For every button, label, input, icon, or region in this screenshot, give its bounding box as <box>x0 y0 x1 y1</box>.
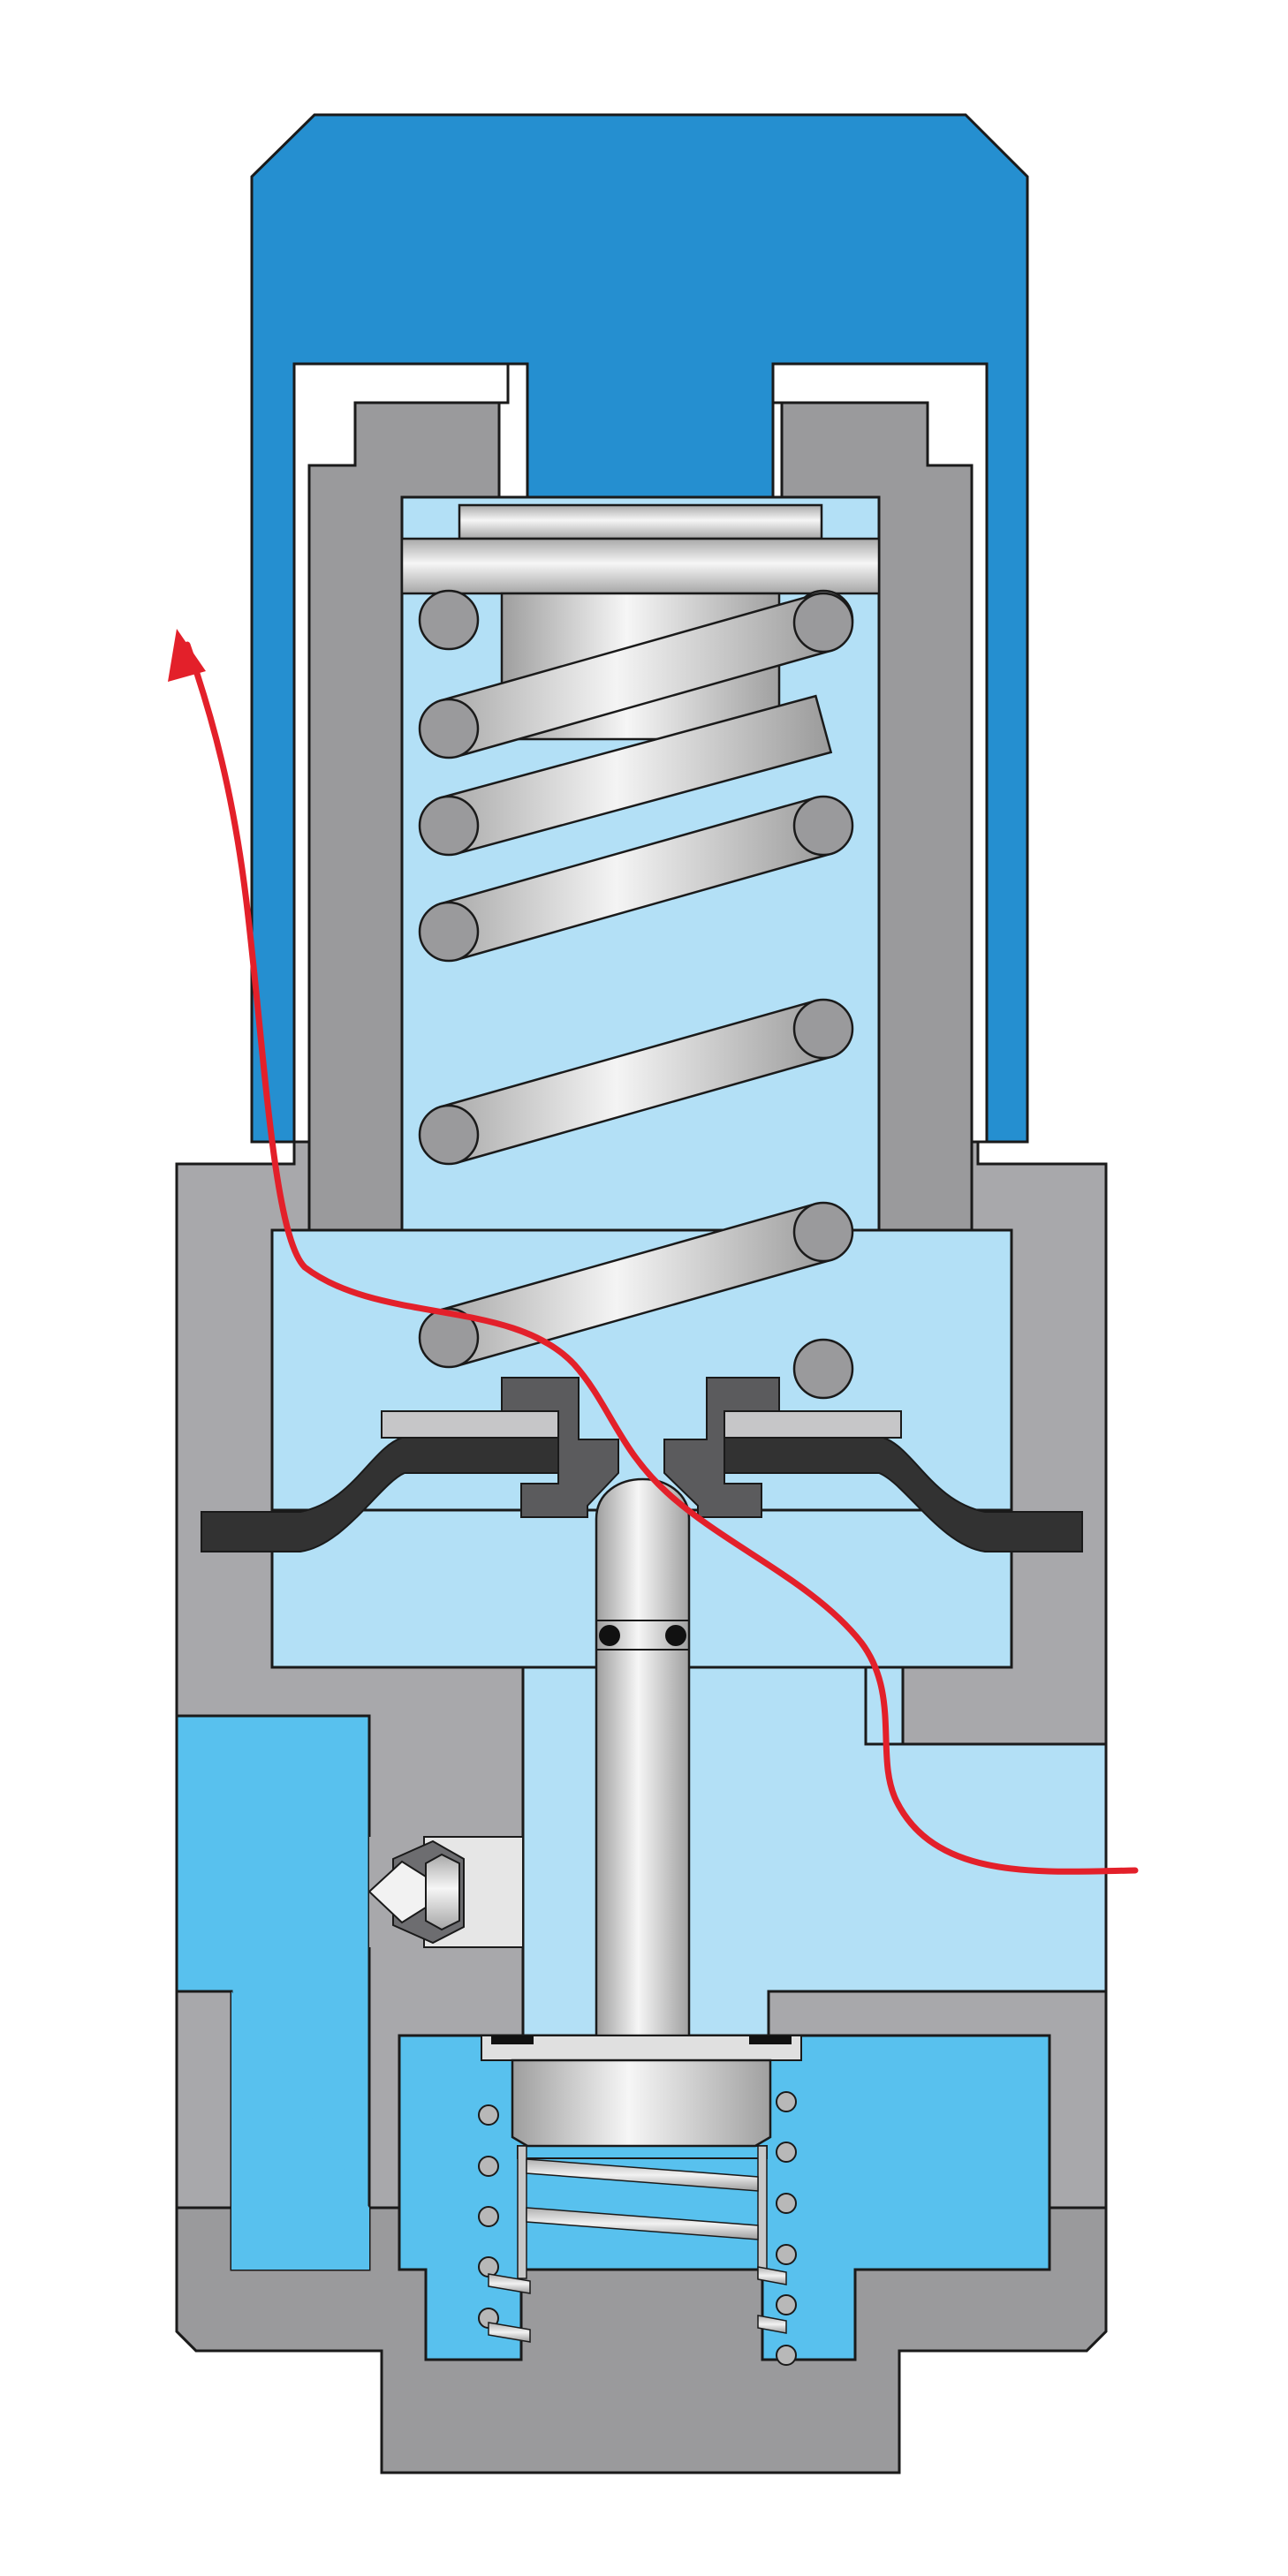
return-spring-coil <box>526 2207 759 2240</box>
return-spring-coil-end <box>478 2156 499 2177</box>
spring-coil-end <box>418 698 480 759</box>
return-spring-coil-end <box>776 2091 797 2112</box>
return-spring-coil <box>757 2266 787 2285</box>
return-spring-coil <box>757 2315 787 2334</box>
gauge-port-plug <box>367 1836 524 1948</box>
spring-coil-end <box>418 795 480 857</box>
flow-path-arrow <box>168 629 1139 1875</box>
spring-coil-end <box>792 998 854 1060</box>
arrowhead-icon <box>168 629 206 682</box>
return-spring-coil-end <box>776 2244 797 2265</box>
return-spring-coil <box>488 2273 531 2294</box>
return-spring <box>478 2091 797 2366</box>
spring-coil-end <box>418 1307 480 1369</box>
spring-coil-end <box>792 1201 854 1263</box>
o-ring-left <box>599 1625 620 1646</box>
inlet-passage <box>175 1714 371 2271</box>
valve-stem <box>595 1477 691 2037</box>
return-spring-coil-end <box>478 2206 499 2227</box>
return-spring-coil-end <box>478 2104 499 2126</box>
o-ring-right <box>665 1625 686 1646</box>
diaphragm-plate <box>501 1377 780 1518</box>
return-spring-coil-end <box>776 2193 797 2214</box>
spring-coil-end <box>418 589 480 651</box>
adjusting-spring <box>418 589 854 1400</box>
valve-poppet <box>481 2035 802 2279</box>
spring-coil-end <box>418 1104 480 1166</box>
return-spring-coil-end <box>776 2294 797 2315</box>
return-spring-coil <box>526 2158 759 2192</box>
spring-coil-end <box>418 901 480 963</box>
spring-coil-end <box>792 592 854 653</box>
spring-coil-end <box>792 795 854 857</box>
spring-coil-end <box>792 1338 854 1400</box>
return-spring-coil-end <box>776 2345 797 2366</box>
return-spring-coil <box>488 2322 531 2343</box>
return-spring-coil-end <box>776 2142 797 2163</box>
